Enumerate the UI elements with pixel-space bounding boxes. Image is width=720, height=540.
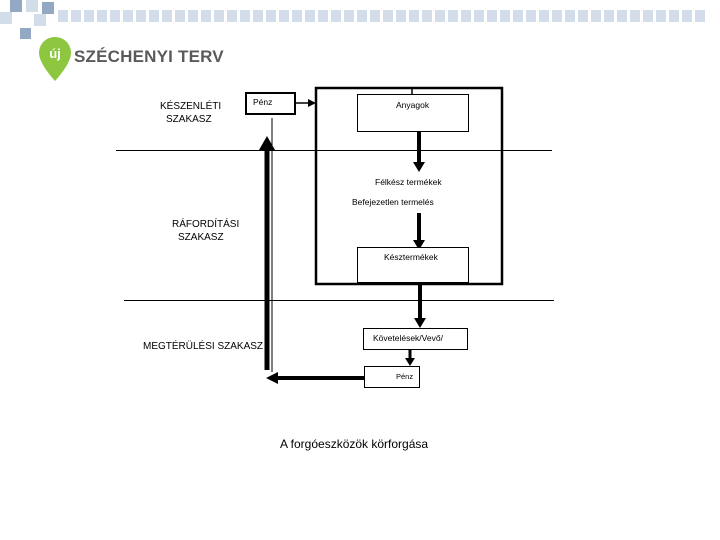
box-kovetelesek: Követelések/Vevő/ <box>363 328 468 350</box>
arrow-return-left-head <box>266 372 278 384</box>
logo-symbol: új <box>49 46 61 61</box>
decor-square <box>26 0 38 12</box>
label-befejezetlen-termeles: Befejezetlen termelés <box>352 197 434 207</box>
arrow-kovetelesek-down-head <box>405 358 415 366</box>
box-anyagok: Anyagok <box>357 94 469 132</box>
decor-square <box>34 14 46 26</box>
decor-square <box>42 2 54 14</box>
box-kesztermekek: Késztermékek <box>357 247 469 283</box>
arrow-kesz-down-head <box>414 318 426 328</box>
box-penz-top-label: Pénz <box>253 97 273 107</box>
box-penz-bottom: Pénz <box>364 366 420 388</box>
phase-label-raforditasi: RÁFORDÍTÁSI SZAKASZ <box>172 219 240 243</box>
phase-label-megterulesi: MEGTÉRÜLÉSI SZAKASZ <box>143 341 264 352</box>
arrow-befejezetlen-down-head <box>413 240 425 250</box>
box-anyagok-label: Anyagok <box>396 100 430 110</box>
szechenyi-terv-logo: új SZÉCHENYI TERV <box>38 36 224 84</box>
logo-pin-icon: új <box>39 37 71 81</box>
box-penz-bottom-label: Pénz <box>396 372 414 381</box>
production-frame <box>314 86 504 286</box>
logo-name: SZÉCHENYI TERV <box>74 47 224 66</box>
arrow-return-up-head <box>259 136 275 150</box>
decor-square <box>20 28 31 39</box>
decor-square <box>10 0 22 12</box>
separator-line-bottom <box>124 300 554 301</box>
arrow-penz-to-frame-head <box>308 99 316 107</box>
box-kesztermekek-label: Késztermékek <box>384 252 438 262</box>
arrow-anyagok-down-head <box>413 162 425 172</box>
phase-label-keszenleti: KÉSZENLÉTI SZAKASZ <box>160 101 222 125</box>
separator-line-top <box>116 150 552 151</box>
diagram-title: A forgóeszközök körforgása <box>280 437 429 451</box>
decor-square-bar <box>58 10 708 22</box>
label-felkesz-termekek: Félkész termékek <box>375 177 442 187</box>
box-kovetelesek-label: Követelések/Vevő/ <box>373 333 443 343</box>
decor-square <box>0 12 12 24</box>
box-penz-top: Pénz <box>245 92 296 115</box>
